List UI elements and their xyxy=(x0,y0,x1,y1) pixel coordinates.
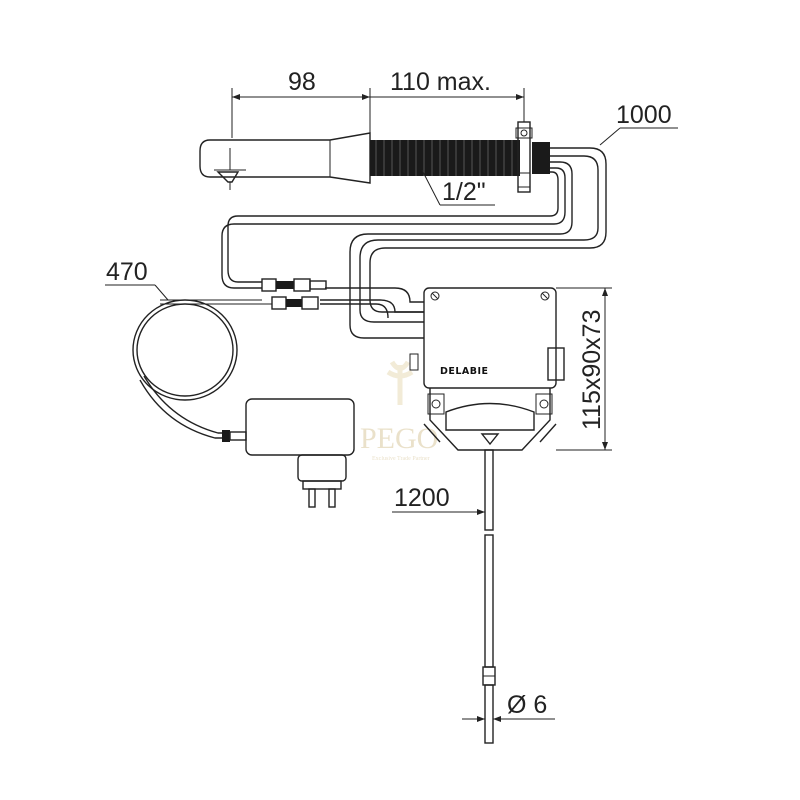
spout-length-label: 98 xyxy=(288,68,316,96)
mounting-nut xyxy=(515,121,550,193)
watermark-logo: PEGO Exclusive Trade Partner xyxy=(360,360,438,462)
spout-reach-label: 110 max. xyxy=(390,68,491,96)
dimension-reach: 110 max. xyxy=(370,68,525,122)
dimension-spout: 98 xyxy=(231,68,371,138)
box-size-label: 115x90x73 xyxy=(578,310,606,430)
hose-diameter-label: Ø 6 xyxy=(507,691,547,719)
thread-size-label: 1/2" xyxy=(442,178,486,206)
power-adapter xyxy=(222,398,355,508)
power-cable-coil xyxy=(132,299,272,439)
cable-top-label: 1000 xyxy=(616,101,672,129)
cable-top-callout: 1000 xyxy=(599,101,678,146)
cable-connectors xyxy=(261,278,327,310)
threaded-shank xyxy=(370,140,520,176)
hose-length-label: 1200 xyxy=(394,484,450,512)
box-brand-label: DELABIE xyxy=(440,366,489,377)
water-hose xyxy=(482,449,496,744)
hose-diameter-callout: Ø 6 xyxy=(462,691,555,722)
hose-length-callout: 1200 xyxy=(392,484,485,515)
cable-left-callout: 470 xyxy=(105,258,169,301)
sensor-cables xyxy=(221,147,607,339)
watermark-tagline: Exclusive Trade Partner xyxy=(372,456,430,462)
watermark-text: PEGO xyxy=(360,422,438,455)
faucet-spout xyxy=(199,132,371,190)
dimension-box: 115x90x73 xyxy=(556,287,612,451)
thread-callout: 1/2" xyxy=(421,169,495,206)
cable-left-label: 470 xyxy=(106,258,148,286)
